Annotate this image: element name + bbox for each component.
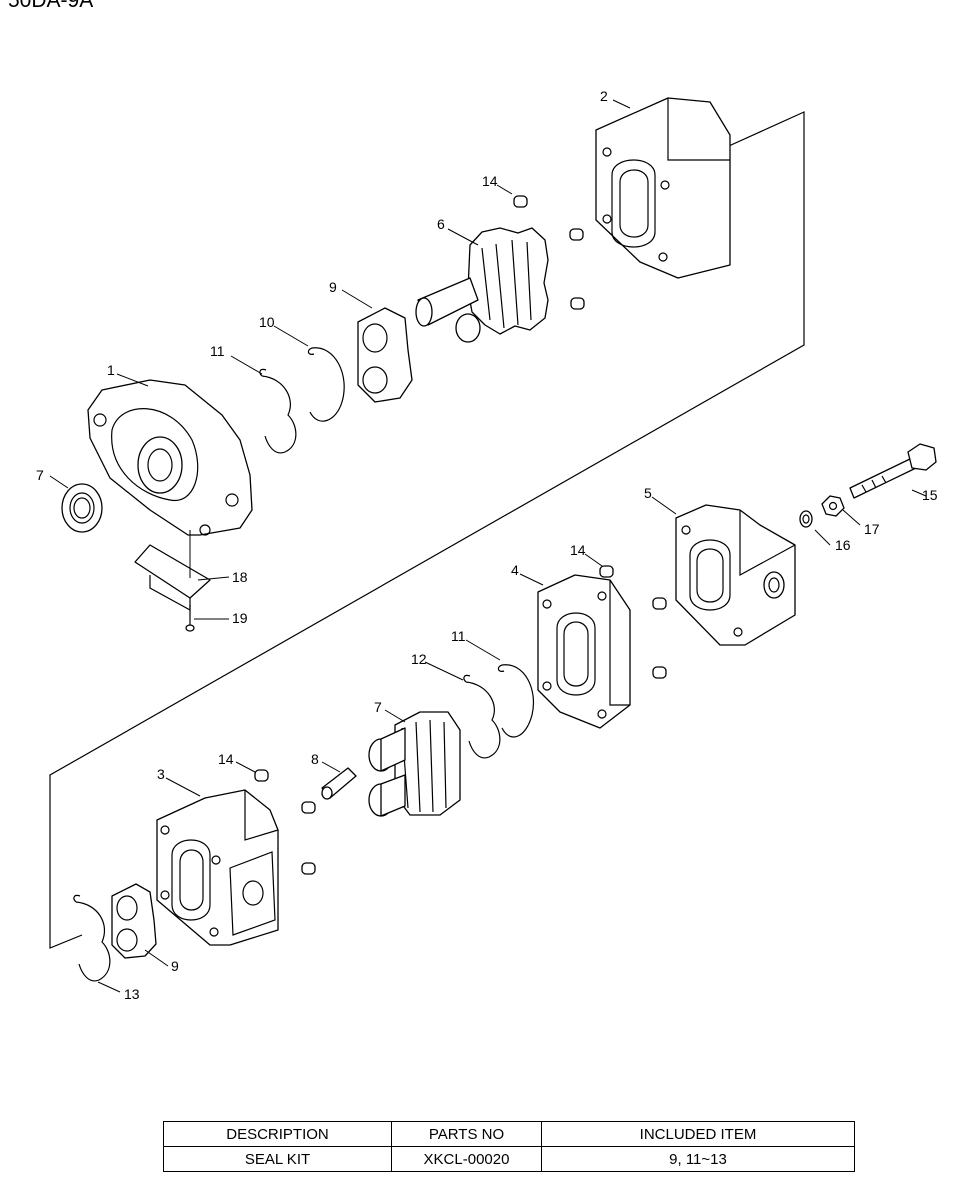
part-3-front-housing[interactable] <box>156 789 279 946</box>
cell-included-item: 9, 11~13 <box>541 1146 855 1172</box>
label-19: 19 <box>232 610 248 626</box>
label-12-lower: 12 <box>411 651 427 667</box>
part-15-bolt[interactable] <box>849 443 937 499</box>
part-12-backup-ring-lower[interactable] <box>463 674 501 759</box>
cell-parts-no: XKCL-00020 <box>391 1146 542 1172</box>
dowel-pin-lower-a[interactable] <box>301 801 316 814</box>
label-6: 6 <box>437 216 445 232</box>
label-11-lower: 11 <box>451 628 466 644</box>
label-2: 2 <box>600 88 608 104</box>
leader-lines <box>49 99 927 993</box>
label-13: 13 <box>124 986 140 1002</box>
part-9-bushing-upper[interactable] <box>357 307 413 403</box>
seal-kit-table: DESCRIPTION PARTS NO INCLUDED ITEM SEAL … <box>163 1121 855 1172</box>
label-14-lower: 14 <box>218 751 234 767</box>
part-4-middle-plate[interactable] <box>537 574 631 729</box>
label-17: 17 <box>864 521 880 537</box>
callout-labels: 2 14 6 9 10 11 1 7 15 5 17 16 14 4 18 19… <box>36 88 938 1002</box>
part-11-wire-ring-lower[interactable] <box>497 664 534 738</box>
label-12-upper: 11 <box>210 343 225 359</box>
label-10: 7 <box>36 467 44 483</box>
label-4: 4 <box>511 562 519 578</box>
dowel-pin-upper-b[interactable] <box>570 297 585 310</box>
model-code: 50DA-9A <box>8 0 94 12</box>
label-11-upper: 10 <box>259 314 275 330</box>
label-9-upper: 9 <box>329 279 337 295</box>
dowel-pin-middle-a[interactable] <box>652 597 667 610</box>
label-8: 8 <box>311 751 319 767</box>
dowel-pin-14-lower[interactable] <box>254 769 269 782</box>
part-10-oil-seal[interactable] <box>61 483 103 533</box>
part-1-front-cover[interactable] <box>87 379 253 536</box>
part-12-backup-ring-upper[interactable] <box>259 368 297 454</box>
dowel-pin-14-upper[interactable] <box>513 195 528 208</box>
header-parts-no: PARTS NO <box>391 1121 542 1147</box>
table-row: SEAL KIT XKCL-00020 9, 11~13 <box>163 1146 855 1172</box>
dowel-pin-14-middle[interactable] <box>599 565 614 578</box>
label-18: 18 <box>232 569 248 585</box>
part-5-rear-cover[interactable] <box>675 504 796 646</box>
dowel-pin-middle-b[interactable] <box>652 666 667 679</box>
part-2-housing[interactable] <box>595 97 731 279</box>
label-5: 5 <box>644 485 652 501</box>
part-8-key[interactable] <box>321 767 357 800</box>
label-14-middle: 14 <box>570 542 586 558</box>
part-18-name-plate[interactable] <box>134 544 211 612</box>
part-9-bushing-lower[interactable] <box>111 883 157 959</box>
part-13-backup-ring[interactable] <box>73 894 111 982</box>
label-15: 15 <box>922 487 938 503</box>
part-7-gear-set[interactable] <box>368 711 461 817</box>
label-3: 3 <box>157 766 165 782</box>
dowel-pin-upper-a[interactable] <box>569 228 584 241</box>
dowel-pin-lower-b[interactable] <box>301 862 316 875</box>
table-header-row: DESCRIPTION PARTS NO INCLUDED ITEM <box>163 1121 855 1147</box>
header-description: DESCRIPTION <box>163 1121 392 1147</box>
assembly-outline <box>49 111 805 949</box>
part-16-washer[interactable] <box>799 510 813 528</box>
label-16: 16 <box>835 537 851 553</box>
part-11-wire-ring-upper[interactable] <box>307 347 345 422</box>
cell-description: SEAL KIT <box>163 1146 392 1172</box>
label-9-lower: 9 <box>171 958 179 974</box>
label-14-upper: 14 <box>482 173 498 189</box>
part-17-nut[interactable] <box>821 495 845 517</box>
part-6-drive-gear[interactable] <box>415 227 549 343</box>
label-1: 1 <box>107 362 115 378</box>
label-7: 7 <box>374 699 382 715</box>
part-19-screw[interactable] <box>185 605 195 632</box>
header-included-item: INCLUDED ITEM <box>541 1121 855 1147</box>
